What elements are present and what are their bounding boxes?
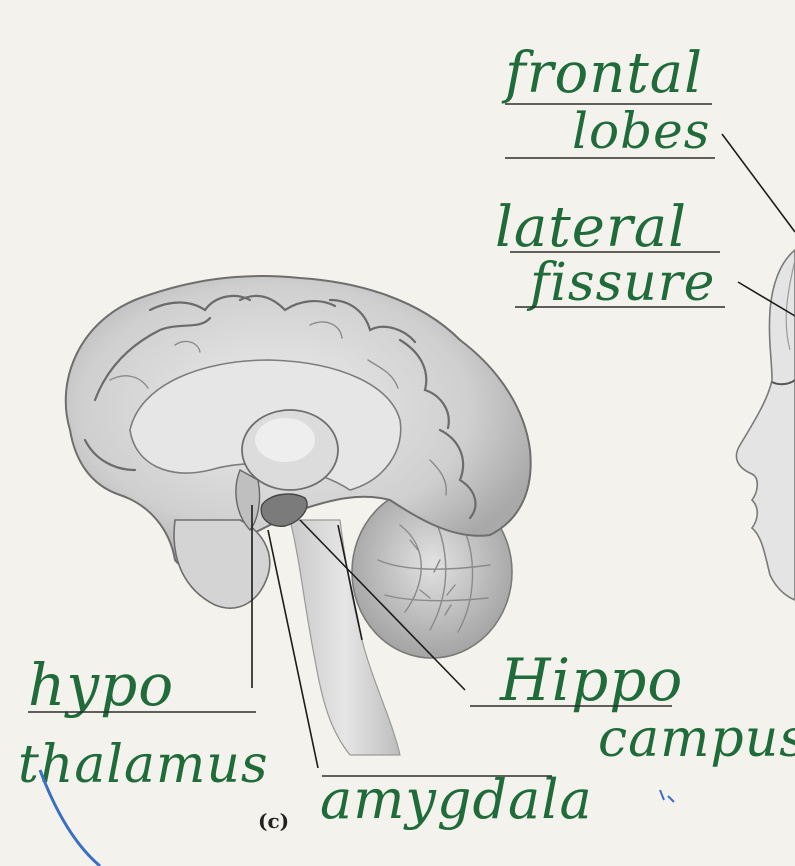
frontal-label-line1: frontal bbox=[501, 41, 703, 106]
face-profile bbox=[736, 250, 795, 600]
amygdala-label: amygdala bbox=[320, 768, 593, 831]
blue-pen-mark bbox=[660, 790, 674, 802]
panel-letter: (c) bbox=[258, 809, 289, 833]
frontal-label-line2: lobes bbox=[572, 102, 710, 160]
hippo-label-line1: Hippo bbox=[499, 646, 683, 714]
hypo-label-line2: thalamus bbox=[18, 735, 269, 795]
frontal-leader-line bbox=[722, 134, 795, 232]
label-lateral-fissure: lateral fissure bbox=[495, 195, 795, 316]
hippo-label-line2: campus bbox=[598, 709, 795, 769]
lateral-label-line2: fissure bbox=[526, 253, 715, 313]
lateral-label-line1: lateral bbox=[495, 195, 687, 260]
hypo-label-line1: hypo bbox=[28, 651, 174, 719]
